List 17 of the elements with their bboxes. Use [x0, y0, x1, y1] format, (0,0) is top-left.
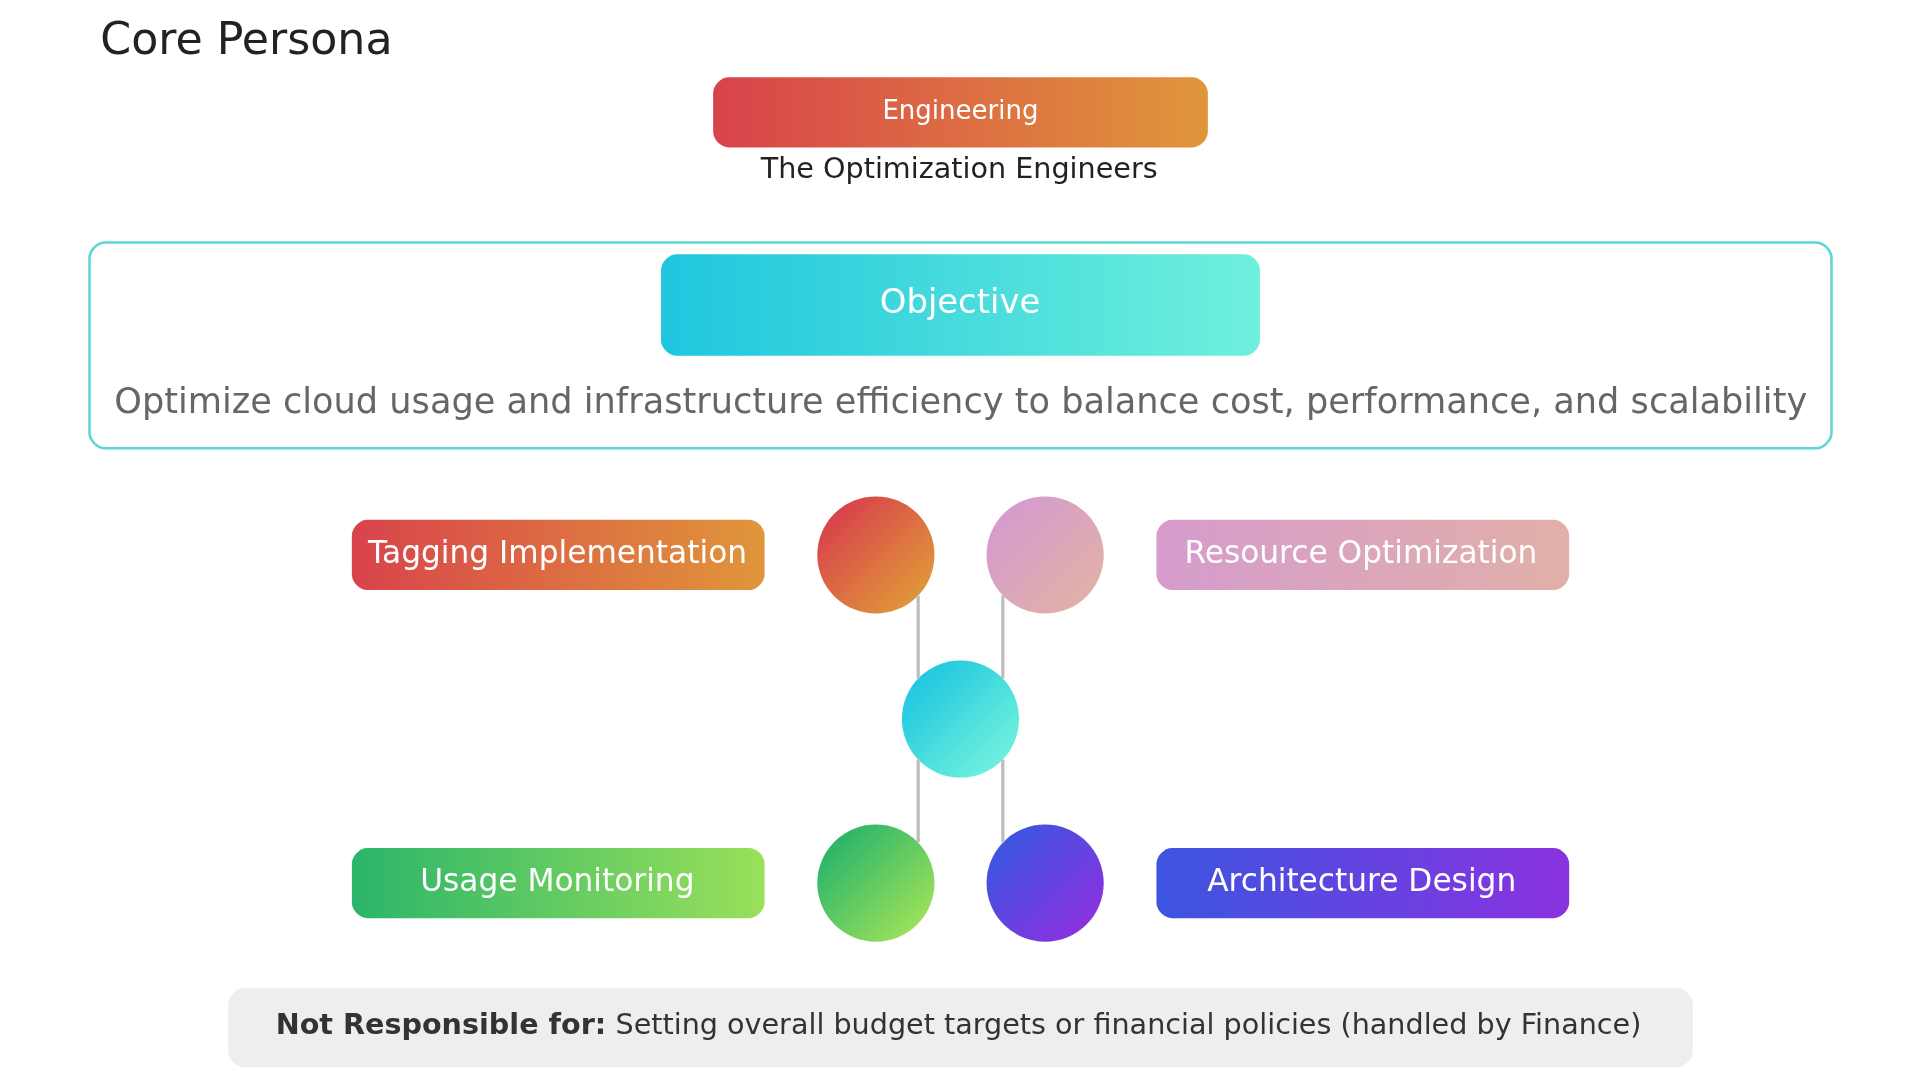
- connector: [1000, 759, 1004, 843]
- node-circle: [986, 824, 1104, 942]
- node-circle: [901, 660, 1019, 778]
- node-box: Architecture Design: [1155, 847, 1569, 919]
- connector: [1000, 595, 1004, 679]
- node-label: The Optimization Engineers: [760, 151, 1158, 186]
- node-circle: [816, 824, 934, 942]
- connector: [916, 595, 920, 679]
- node-box: Objective Optimize cloud usage and infrastructure efficiency to balance cost, performance, and scalability: [87, 241, 1833, 450]
- connector: [916, 759, 920, 843]
- node-box: Tagging Implementation: [351, 519, 765, 591]
- node-circle: [816, 496, 934, 614]
- node-box: Engineering: [712, 77, 1208, 148]
- diagram-title: Core Persona: [99, 12, 393, 64]
- node-circle: [986, 496, 1104, 614]
- node-box: Resource Optimization: [1155, 519, 1569, 591]
- node-box: Usage Monitoring: [351, 847, 765, 919]
